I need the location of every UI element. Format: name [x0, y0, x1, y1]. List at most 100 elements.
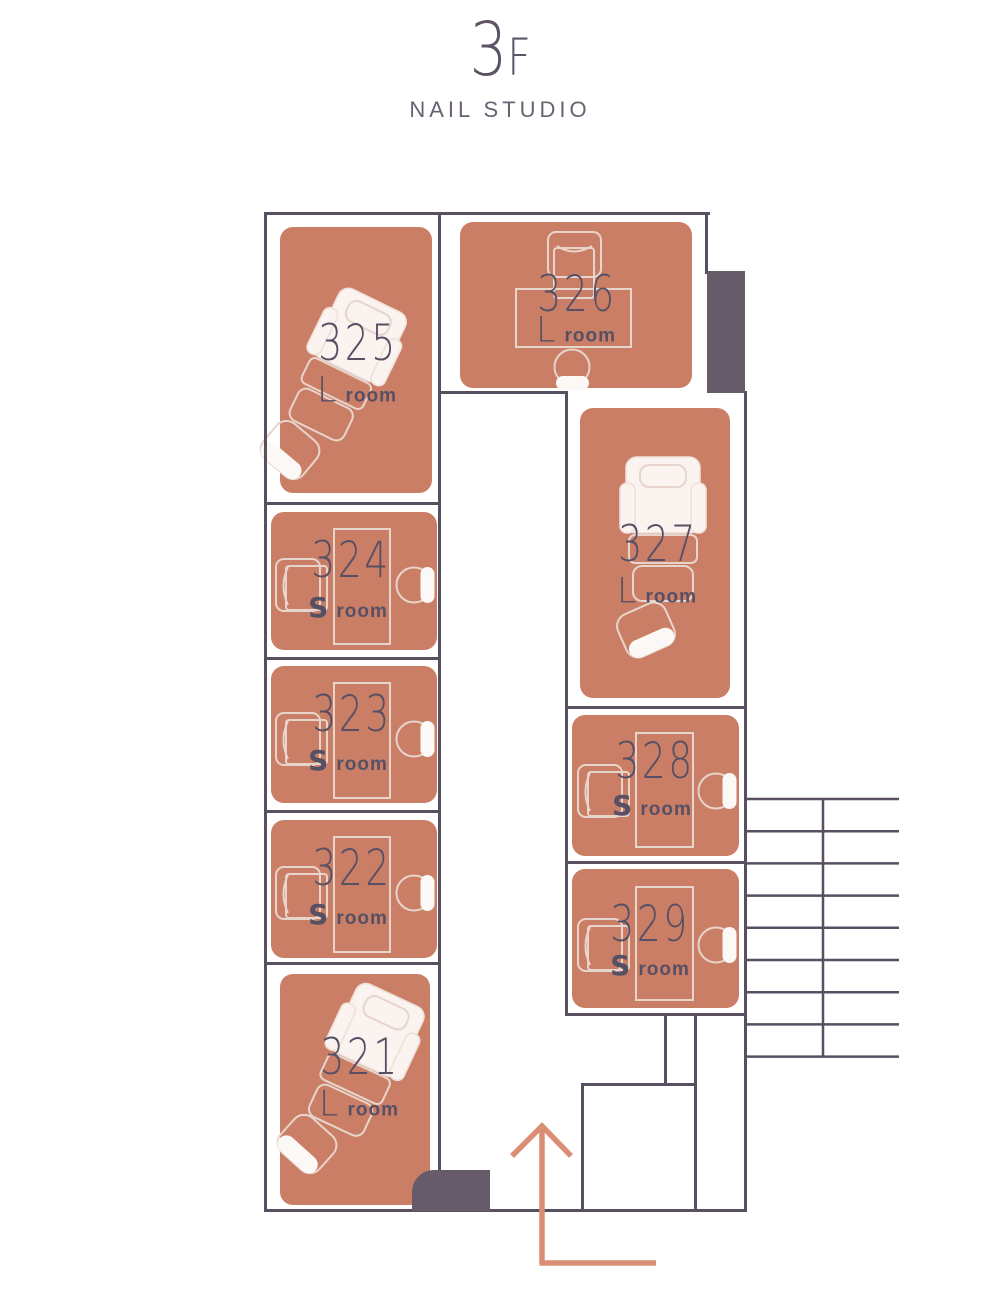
wall-div-325-324: [264, 502, 441, 505]
nail-table-icon: [515, 288, 632, 348]
room-number: 329: [610, 894, 690, 953]
room-type-letter: L: [617, 571, 637, 612]
wall-top: [264, 212, 710, 215]
wall-upper-right: [705, 212, 708, 274]
room-329-furniture: [577, 886, 737, 1001]
room-type-word: room: [645, 586, 697, 608]
stool-icon: [276, 1113, 338, 1175]
room-type-letter: S: [308, 898, 329, 931]
service-block-bottom: [412, 1170, 490, 1211]
room-type-letter: S: [308, 591, 329, 624]
stairs-icon: [746, 797, 899, 1058]
stool-icon: [616, 601, 676, 659]
wall-div-322-321: [264, 962, 441, 965]
room-326-furniture: [515, 231, 632, 390]
room-number: 321: [320, 1027, 400, 1086]
room-type-letter: L: [536, 310, 556, 351]
wall-shaft-b: [694, 1013, 697, 1212]
room-number: 323: [312, 684, 392, 743]
room-328: 328 S room: [572, 715, 739, 856]
wall-326-bottom: [438, 391, 568, 394]
room-type-letter: S: [610, 949, 631, 982]
nail-table-icon: [635, 732, 694, 848]
room-type-word: room: [336, 908, 388, 929]
room-321: 321 L room: [276, 974, 430, 1205]
room-324-furniture: [275, 528, 435, 645]
staff-chair-icon: [577, 764, 630, 818]
wall-div-327-328: [565, 706, 747, 709]
room-type-label: S room: [308, 747, 388, 775]
wall-shaft-a: [664, 1013, 667, 1086]
wall-bottom: [264, 1209, 747, 1212]
wall-div-323-322: [264, 810, 441, 813]
room-type-word: room: [564, 325, 616, 347]
room-type-label: S room: [612, 792, 692, 820]
room-322: 322 S room: [271, 820, 437, 958]
room-329: 329 S room: [572, 869, 739, 1008]
nail-table-icon: [635, 886, 694, 1001]
room-type-label: L room: [319, 1084, 399, 1125]
nail-table-icon: [333, 682, 391, 799]
wall-right-main: [744, 391, 747, 1212]
room-321-furniture: [276, 982, 425, 1175]
room-type-word: room: [640, 799, 692, 820]
wall-shaft-top: [581, 1083, 697, 1086]
staff-chair-icon: [275, 558, 328, 612]
wall-right-col-bottom: [565, 1013, 747, 1016]
stool-icon: [395, 874, 435, 912]
room-322-furniture: [275, 836, 435, 953]
room-number: 325: [318, 313, 398, 372]
wall-shaft-left: [581, 1083, 584, 1212]
room-number: 324: [311, 530, 391, 589]
room-type-word: room: [638, 959, 690, 980]
room-323-furniture: [275, 682, 435, 799]
entrance-arrow-icon: [510, 1122, 656, 1266]
nail-table-icon: [333, 836, 391, 953]
nail-table-icon: [333, 528, 391, 645]
room-type-word: room: [336, 754, 388, 775]
room-type-label: S room: [308, 901, 388, 929]
room-type-label: L room: [536, 310, 616, 351]
room-number: 322: [312, 838, 392, 897]
room-number: 328: [615, 731, 695, 790]
floor-number: 3: [469, 7, 508, 93]
wall-left: [264, 212, 267, 1212]
room-type-word: room: [336, 601, 388, 622]
room-type-word: room: [345, 385, 397, 407]
staff-chair-icon: [577, 918, 630, 972]
wall-div-328-329: [565, 861, 747, 864]
room-type-letter: L: [317, 370, 337, 411]
room-326: 326 L room: [460, 222, 692, 390]
room-327: 327 L room: [580, 408, 730, 698]
room-type-letter: S: [612, 789, 633, 822]
stool-icon: [395, 720, 435, 758]
room-type-label: S room: [610, 952, 690, 980]
floor-suffix: F: [507, 29, 531, 88]
room-325-furniture: [259, 287, 408, 481]
floor-title: 3F: [0, 13, 1000, 104]
staff-chair-icon: [547, 231, 602, 299]
room-328-furniture: [577, 732, 737, 848]
service-block-top: [707, 271, 745, 393]
room-type-letter: L: [319, 1084, 339, 1125]
room-323: 323 S room: [271, 666, 437, 803]
room-type-label: S room: [308, 594, 388, 622]
staff-chair-icon: [275, 712, 328, 766]
stool-icon: [259, 419, 321, 481]
wall-div-324-323: [264, 657, 441, 660]
room-325: 325 L room: [259, 227, 432, 493]
room-number: 326: [537, 264, 617, 323]
studio-subtitle: NAIL STUDIO: [409, 97, 591, 122]
stool-icon: [553, 348, 591, 390]
stool-icon: [395, 566, 435, 604]
room-type-label: L room: [317, 370, 397, 411]
stool-icon: [697, 772, 737, 810]
pedicure-chair-icon: [288, 287, 408, 442]
room-type-word: room: [347, 1099, 399, 1121]
room-type-letter: S: [308, 744, 329, 777]
room-type-label: L room: [617, 571, 697, 612]
stool-icon: [697, 926, 737, 964]
room-number: 327: [618, 514, 698, 573]
staff-chair-icon: [275, 866, 328, 920]
